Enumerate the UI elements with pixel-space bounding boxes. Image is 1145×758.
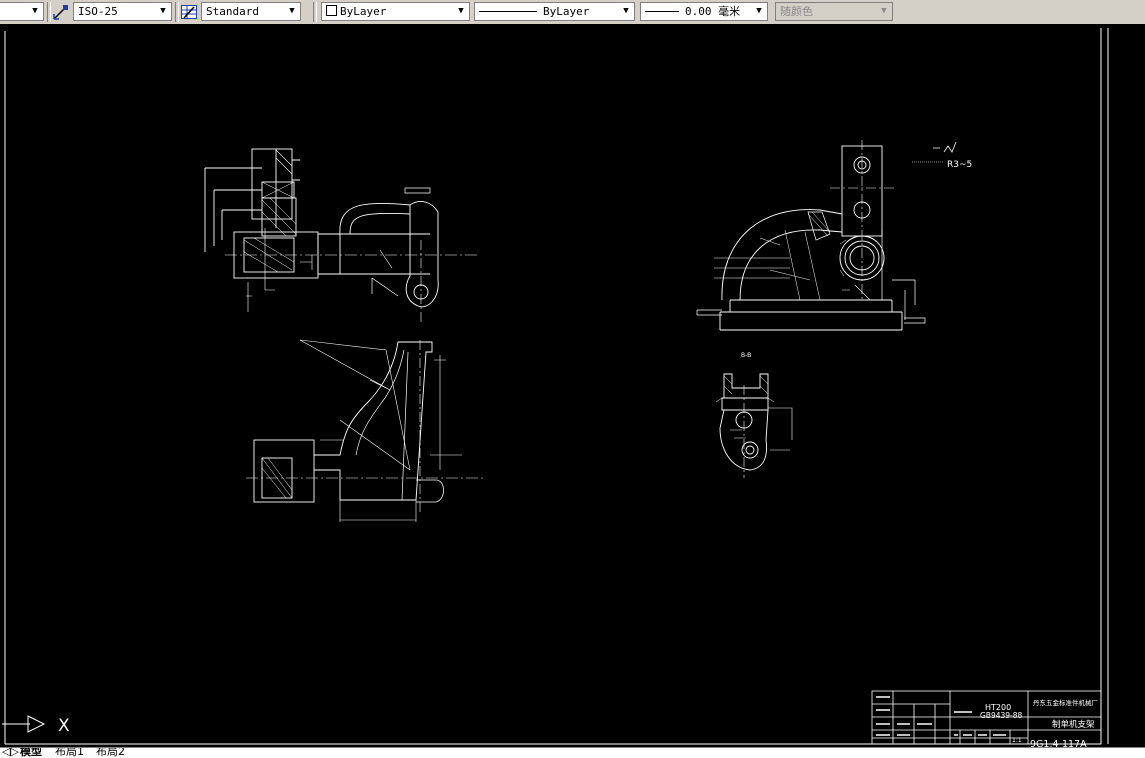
toolbar-separator <box>47 2 51 22</box>
toolbar-separator <box>313 2 317 22</box>
section-label: B-B <box>741 352 751 359</box>
scale-text: 1:1 <box>1012 737 1022 744</box>
dimension-style-icon[interactable] <box>52 3 70 21</box>
color-combo[interactable]: ByLayer ▼ <box>321 2 470 21</box>
chevron-down-icon: ▼ <box>881 6 887 16</box>
part-name-text: 制单机支架 <box>1052 719 1095 730</box>
color-value: ByLayer <box>340 5 387 18</box>
drawing-code-text: 9G1.4-117A <box>1030 739 1087 747</box>
layout-tabs: ◁▷ 模型 布局1 布局2 <box>0 747 1145 758</box>
dimension-style-combo[interactable]: ISO-25 ▼ <box>73 2 172 21</box>
chevron-down-icon[interactable]: ▼ <box>160 6 166 16</box>
front-view <box>204 148 480 325</box>
linetype-combo[interactable]: ByLayer ▼ <box>474 2 635 21</box>
text-style-combo[interactable]: ▼ <box>0 2 44 21</box>
material-text: HT200 <box>985 703 1011 712</box>
chevron-down-icon[interactable]: ▼ <box>623 6 629 16</box>
drawing-frame <box>4 28 1109 745</box>
lineweight-value: 0.00 毫米 <box>685 5 741 18</box>
cad-drawing: R3~5 B-B HT200 GB9 <box>2 28 1109 750</box>
color-swatch-icon <box>326 5 337 16</box>
top-view <box>246 339 485 522</box>
ucs-x-label: X <box>58 716 70 736</box>
linetype-preview-icon <box>479 11 537 12</box>
chevron-down-icon[interactable]: ▼ <box>289 6 295 16</box>
dimension-style-value: ISO-25 <box>78 5 118 18</box>
table-style-value: Standard <box>206 5 259 18</box>
chevron-down-icon[interactable]: ▼ <box>458 6 464 16</box>
ucs-icon: X <box>2 715 70 736</box>
lineweight-combo[interactable]: 0.00 毫米 ▼ <box>640 2 768 21</box>
tab-model[interactable]: 模型 <box>20 747 42 758</box>
company-text: 丹东五金标准件机械厂 <box>1033 698 1099 707</box>
tab-model-nav[interactable]: ◁▷ <box>2 747 19 758</box>
tab-layout1[interactable]: 布局1 <box>55 747 84 758</box>
plot-style-value: 随颜色 <box>780 5 813 18</box>
tab-layout2[interactable]: 布局2 <box>96 747 125 758</box>
plot-style-combo: 随颜色 ▼ <box>775 2 893 21</box>
table-style-combo[interactable]: Standard ▼ <box>201 2 301 21</box>
drawing-number-text: GB9439-88 <box>980 711 1023 720</box>
linetype-value: ByLayer <box>543 5 590 18</box>
title-block: HT200 GB9439-88 丹东五金标准件机械厂 制单机支架 9G1.4-1… <box>871 690 1102 750</box>
section-view: B-B <box>715 352 793 478</box>
lineweight-preview-icon <box>645 11 679 12</box>
properties-toolbar: ▼ ISO-25 ▼ Standard ▼ ByLayer ▼ ByLayer … <box>0 0 1145 25</box>
toolbar-separator <box>175 2 179 22</box>
drawing-canvas[interactable]: R3~5 B-B HT200 GB9 <box>0 24 1145 750</box>
chevron-down-icon[interactable]: ▼ <box>32 6 38 16</box>
roughness-note: R3~5 <box>947 160 972 170</box>
table-style-icon[interactable] <box>180 3 198 21</box>
chevron-down-icon[interactable]: ▼ <box>756 6 762 16</box>
side-view: R3~5 <box>696 140 972 331</box>
